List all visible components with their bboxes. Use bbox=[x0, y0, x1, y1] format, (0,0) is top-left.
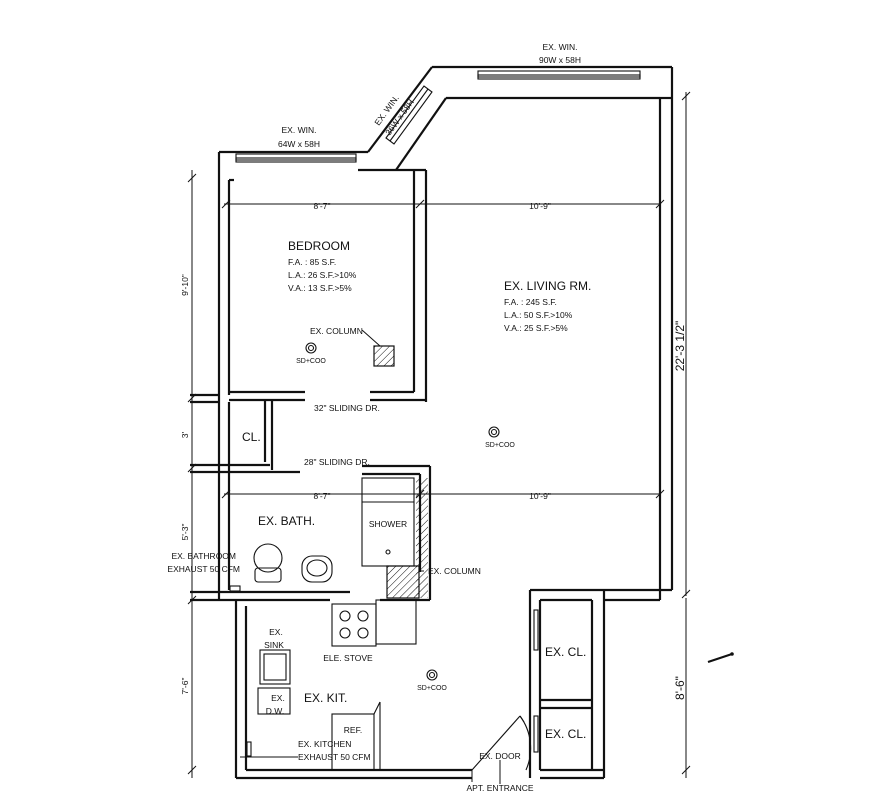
drain-icon bbox=[385, 549, 391, 555]
dimension-label: 22'-3 1/2" bbox=[673, 321, 687, 372]
exhaust-icon bbox=[246, 741, 252, 757]
column-icon bbox=[386, 565, 420, 599]
dishwasher-label: D.W. bbox=[266, 706, 284, 716]
room-name-living: EX. LIVING RM. bbox=[504, 279, 591, 293]
sink-label: EX. bbox=[269, 627, 283, 637]
room-vent-area: V.A.: 25 S.F.>5% bbox=[504, 323, 568, 333]
refrigerator-label: REF. bbox=[344, 725, 362, 735]
room-name-closet: EX. CL. bbox=[545, 727, 586, 741]
window-title: EX. WIN. bbox=[543, 42, 578, 52]
sink-icon bbox=[301, 555, 333, 583]
walls bbox=[190, 65, 674, 780]
kitchen-exhaust-label: EX. KITCHEN bbox=[298, 739, 351, 749]
refrigerator-icon bbox=[331, 713, 375, 771]
column-label: EX. COLUMN bbox=[428, 566, 481, 576]
smoke-detector-label: SD+COO bbox=[485, 442, 515, 449]
room-light-area: L.A.: 50 S.F.>10% bbox=[504, 310, 573, 320]
room-light-area: L.A.: 26 S.F.>10% bbox=[288, 270, 357, 280]
kitchen-sink-icon bbox=[259, 649, 291, 685]
stove-label: ELE. STOVE bbox=[323, 653, 373, 663]
sliding-door-label: 32" SLIDING DR. bbox=[314, 403, 380, 413]
bath-exhaust-label: EXHAUST 50 CFM bbox=[167, 564, 240, 574]
sink-label: SINK bbox=[264, 640, 284, 650]
toilet-icon bbox=[253, 543, 283, 583]
smoke-detector-label: SD+COO bbox=[296, 358, 326, 365]
dimension-label: 7'-6" bbox=[180, 678, 190, 695]
room-name-closet: EX. CL. bbox=[545, 645, 586, 659]
room-floor-area: F.A. : 245 S.F. bbox=[504, 297, 557, 307]
room-vent-area: V.A.: 13 S.F.>5% bbox=[288, 283, 352, 293]
dimension-label: 8'-7" bbox=[314, 491, 331, 501]
exhaust-icon bbox=[229, 585, 241, 592]
dimension-label: 8'-6" bbox=[673, 676, 687, 700]
window-diag bbox=[385, 85, 433, 145]
stove-icon bbox=[331, 603, 377, 647]
window-title: EX. WIN. bbox=[282, 125, 317, 135]
smoke-detector-label: SD+COO bbox=[417, 685, 447, 692]
door-label: EX. DOOR bbox=[479, 751, 521, 761]
room-name-bath: EX. BATH. bbox=[258, 514, 315, 528]
dishwasher-icon bbox=[257, 687, 291, 715]
dimension-lines bbox=[187, 91, 691, 784]
room-floor-area: F.A. : 85 S.F. bbox=[288, 257, 336, 267]
room-name-closet: CL. bbox=[242, 430, 261, 444]
dimension-label: 5'-3" bbox=[180, 524, 190, 541]
window-size: 64W x 58H bbox=[278, 139, 320, 149]
shower-label: SHOWER bbox=[369, 519, 407, 529]
sliding-door-label: 28" SLIDING DR. bbox=[304, 457, 370, 467]
door-swing-icon bbox=[471, 715, 532, 771]
dimension-label: 10'-9" bbox=[529, 491, 551, 501]
smoke-detector-icon bbox=[426, 669, 438, 681]
smoke-detector-icon bbox=[305, 342, 317, 354]
entrance-label: APT. ENTRANCE bbox=[466, 783, 533, 793]
window-size: 90W x 58H bbox=[539, 55, 581, 65]
dimension-label: 9'-10" bbox=[180, 274, 190, 296]
column-icon bbox=[373, 345, 395, 367]
column-label: EX. COLUMN bbox=[310, 326, 363, 336]
bath-exhaust-label: EX. BATHROOM bbox=[171, 551, 236, 561]
windows bbox=[235, 70, 641, 163]
room-name-kitchen: EX. KIT. bbox=[304, 691, 347, 705]
room-name-bedroom: BEDROOM bbox=[288, 239, 350, 253]
dimension-label: 10'-9" bbox=[529, 201, 551, 211]
dimension-label: 8'-7" bbox=[314, 201, 331, 211]
dimension-label: 3' bbox=[180, 431, 190, 438]
kitchen-exhaust-label: EXHAUST 50 CFM bbox=[298, 752, 371, 762]
smoke-detector-icon bbox=[488, 426, 500, 438]
dishwasher-label: EX. bbox=[271, 693, 285, 703]
